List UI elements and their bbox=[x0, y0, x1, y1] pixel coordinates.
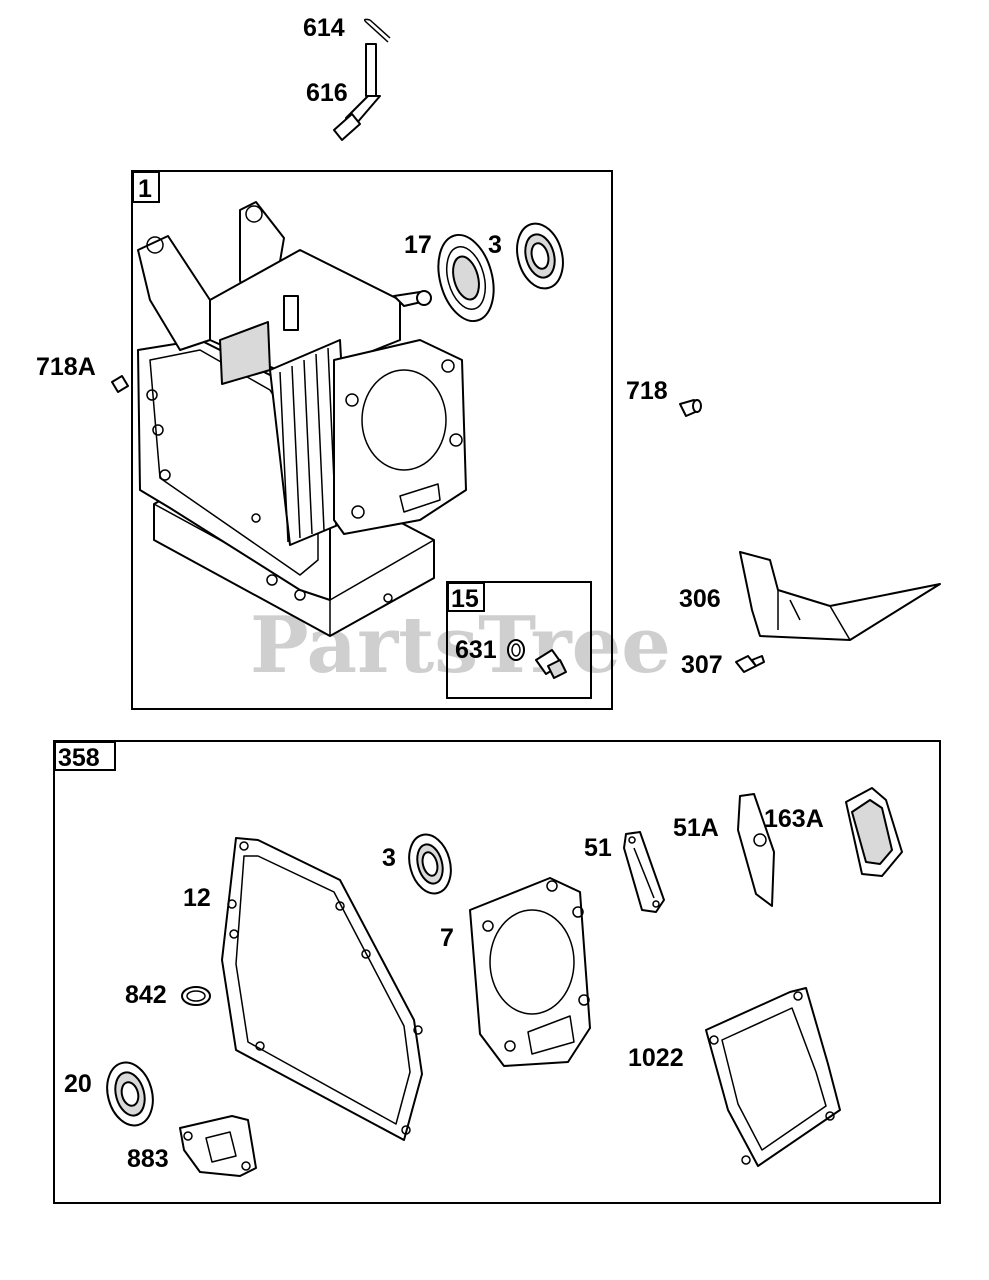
label-1022[interactable]: 1022 bbox=[628, 1044, 684, 1072]
label-box-15[interactable]: 15 bbox=[451, 585, 479, 613]
label-20[interactable]: 20 bbox=[64, 1070, 92, 1098]
part-718A-dowel-pin[interactable] bbox=[111, 375, 129, 393]
drain-plug-kit-tag bbox=[447, 582, 485, 612]
label-51A[interactable]: 51A bbox=[673, 814, 719, 842]
part-718-dowel-sleeve[interactable] bbox=[679, 399, 702, 417]
part-3-oil-seal[interactable] bbox=[510, 218, 570, 293]
label-3-gasket-set[interactable]: 3 bbox=[382, 844, 396, 872]
label-631[interactable]: 631 bbox=[455, 636, 497, 664]
drain-plug-kit-frame bbox=[446, 581, 592, 699]
label-306[interactable]: 306 bbox=[679, 585, 721, 613]
part-51A-gasket[interactable] bbox=[737, 793, 775, 907]
label-3-top[interactable]: 3 bbox=[488, 231, 502, 259]
part-163A-gasket[interactable] bbox=[845, 787, 903, 877]
label-842[interactable]: 842 bbox=[125, 981, 167, 1009]
part-1-engine-block[interactable] bbox=[137, 201, 467, 637]
label-box-358[interactable]: 358 bbox=[58, 744, 100, 772]
label-307[interactable]: 307 bbox=[681, 651, 723, 679]
label-17[interactable]: 17 bbox=[404, 231, 432, 259]
engine-block-tag bbox=[132, 171, 160, 203]
label-883[interactable]: 883 bbox=[127, 1145, 169, 1173]
part-306-shield[interactable] bbox=[739, 551, 941, 641]
label-718[interactable]: 718 bbox=[626, 377, 668, 405]
part-1022-gasket[interactable] bbox=[705, 987, 841, 1167]
part-614-cotter-pin[interactable] bbox=[363, 18, 391, 43]
label-616[interactable]: 616 bbox=[306, 79, 348, 107]
gasket-set-frame bbox=[53, 740, 941, 1204]
label-7[interactable]: 7 bbox=[440, 924, 454, 952]
engine-block-frame bbox=[131, 170, 613, 710]
part-616-link[interactable] bbox=[333, 43, 381, 141]
part-7-head-gasket[interactable] bbox=[469, 877, 591, 1067]
label-718A[interactable]: 718A bbox=[36, 353, 96, 381]
part-12-crankcase-gasket[interactable] bbox=[221, 837, 423, 1141]
label-163A[interactable]: 163A bbox=[764, 805, 824, 833]
gasket-set-tag bbox=[54, 741, 116, 771]
part-51-gasket[interactable] bbox=[623, 831, 665, 913]
part-631-washer[interactable] bbox=[507, 639, 525, 661]
part-842-o-ring[interactable] bbox=[181, 986, 211, 1006]
part-3-oil-seal-gasket-set[interactable] bbox=[403, 830, 457, 898]
label-51[interactable]: 51 bbox=[584, 834, 612, 862]
label-box-1[interactable]: 1 bbox=[138, 175, 152, 203]
part-17-bearing[interactable] bbox=[429, 229, 502, 327]
part-20-oil-seal[interactable] bbox=[100, 1057, 159, 1130]
part-307-screw[interactable] bbox=[735, 655, 765, 673]
label-614[interactable]: 614 bbox=[303, 14, 345, 42]
label-12[interactable]: 12 bbox=[183, 884, 211, 912]
part-15-drain-plug[interactable] bbox=[535, 649, 567, 679]
part-883-gasket[interactable] bbox=[179, 1115, 257, 1177]
